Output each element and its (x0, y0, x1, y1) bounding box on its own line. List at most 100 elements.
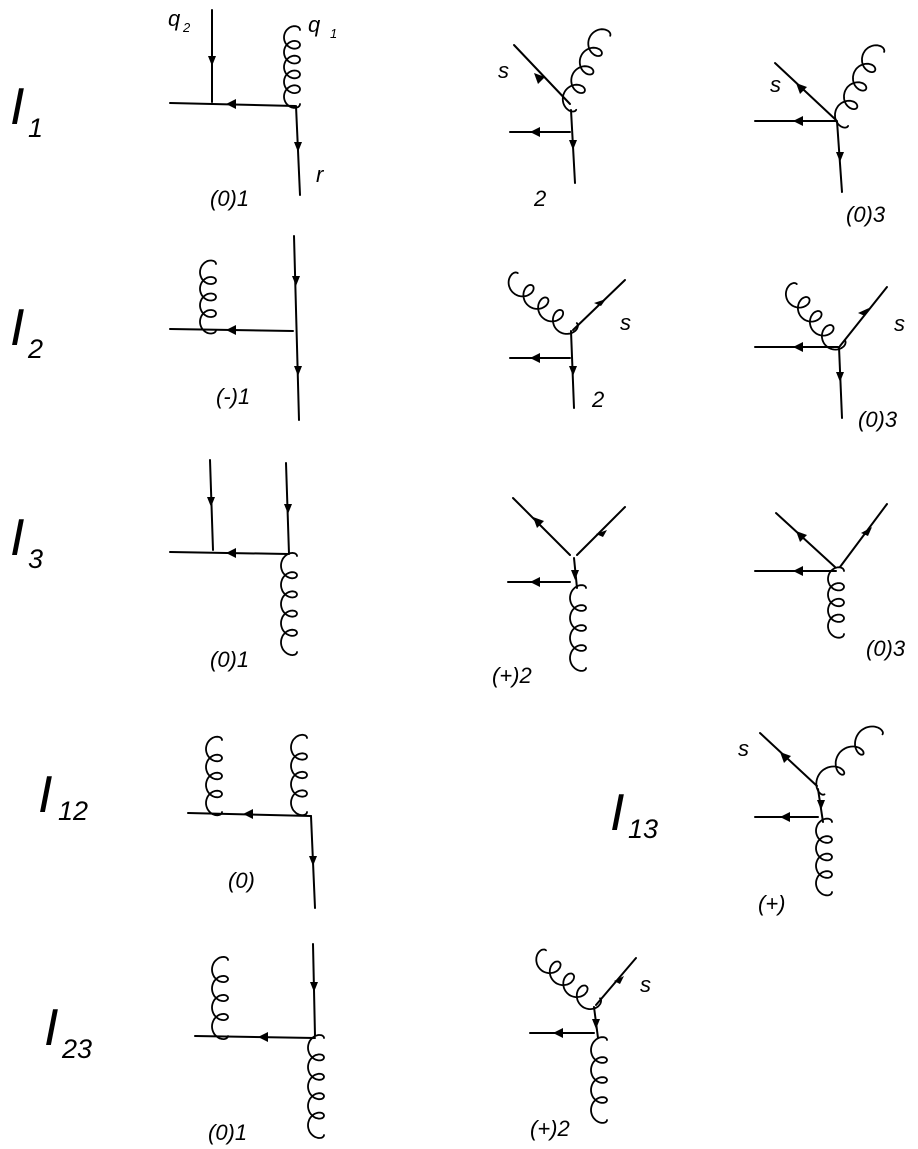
gluon-leg (785, 282, 847, 351)
row-label-i3-sub: 3 (28, 544, 43, 574)
arrow-down-left-icon (858, 308, 869, 316)
arrow-down-icon (309, 856, 317, 866)
quark-line-vertical (293, 235, 300, 421)
gluon-leg (199, 259, 217, 335)
row-label-i3-letter: I (10, 509, 24, 567)
arrow-left-icon (226, 99, 236, 109)
arrow-down-right-icon (796, 531, 807, 542)
arrow-down-left-icon (614, 976, 624, 984)
arrow-down-icon (294, 366, 302, 376)
gluon-leg (307, 1034, 325, 1139)
label-s: s (498, 58, 509, 83)
diagram-i3-2: (+)2 (492, 497, 626, 688)
gluon-leg (827, 566, 845, 639)
arrow-down-right-icon (534, 73, 545, 84)
caption-i3-2: (+)2 (492, 663, 532, 688)
caption-i3-1: (0)1 (210, 647, 249, 672)
caption-i23-2: (+)2 (530, 1116, 570, 1141)
arrow-down-icon (569, 366, 577, 376)
arrow-down-icon (817, 800, 825, 810)
gluon-leg (834, 44, 886, 129)
arrow-down-right-icon (533, 517, 544, 528)
arrow-down-icon (208, 56, 216, 66)
quark-line-in-left (775, 512, 836, 568)
arrow-left-icon (553, 1028, 563, 1038)
row-label-i12-letter: I (38, 766, 52, 824)
label-q2-sub: 2 (182, 20, 191, 35)
row-label-i1-letter: I (10, 78, 24, 136)
diagram-i2-2: s 2 (507, 271, 631, 412)
arrow-down-icon (836, 152, 844, 162)
arrow-down-left-icon (594, 299, 606, 306)
row-label-i1-sub: 1 (28, 113, 43, 143)
diagram-i23-1: (0)1 (194, 943, 325, 1145)
label-q2: q (168, 6, 181, 31)
arrow-left-icon (243, 809, 253, 819)
gluon-leg (290, 733, 308, 817)
arrow-down-icon (836, 372, 844, 382)
gluon-q1 (283, 25, 301, 109)
label-q1-sub: 1 (330, 26, 337, 41)
quark-line-s (759, 732, 818, 787)
arrow-left-icon (258, 1032, 268, 1042)
diagram-i13: s (+) (738, 725, 884, 916)
row-label-i12-sub: 12 (58, 796, 88, 826)
arrow-left-icon (793, 342, 803, 352)
label-s: s (640, 972, 651, 997)
arrow-left-icon (226, 548, 236, 558)
caption-i1-2: 2 (533, 186, 546, 211)
arrow-down-icon (310, 982, 318, 992)
gluon-leg (507, 271, 579, 335)
gluon-leg (569, 584, 587, 672)
row-label-i2-sub: 2 (27, 334, 43, 364)
arrow-left-icon (530, 577, 540, 587)
gluon-leg (535, 948, 602, 1010)
gluon-leg (590, 1036, 608, 1124)
gluon-leg (205, 735, 223, 817)
diagram-i1-3: s (0)3 (754, 44, 886, 227)
arrow-left-icon (793, 116, 803, 126)
gluon-leg (815, 817, 833, 897)
diagram-i1-2: s 2 (498, 28, 612, 211)
diagram-i1-1: q 2 q 1 r (0)1 (168, 6, 337, 211)
arrow-down-icon (569, 140, 577, 150)
diagram-i12: (0) (187, 733, 317, 909)
arrow-down-right-icon (780, 752, 791, 763)
arrow-down-right-icon (796, 83, 807, 94)
arrow-down-icon (592, 1019, 600, 1029)
label-q1: q (308, 12, 321, 37)
quark-line-in-right (839, 503, 888, 568)
quark-line-s (513, 44, 571, 105)
caption-i2-3: (0)3 (858, 407, 898, 432)
caption-i3-3: (0)3 (866, 636, 906, 661)
caption-i2-2: 2 (591, 387, 604, 412)
label-s: s (738, 736, 749, 761)
diagram-i3-3: (0)3 (754, 503, 906, 661)
quark-line-in-right (576, 506, 626, 556)
arrow-down-icon (292, 276, 300, 286)
quark-line-s (774, 62, 837, 121)
arrow-down-icon (294, 142, 302, 152)
arrow-left-icon (226, 325, 236, 335)
gluon-leg (815, 725, 884, 796)
quark-line-horizontal (194, 1035, 316, 1039)
arrow-left-icon (780, 812, 790, 822)
caption-i23-1: (0)1 (208, 1120, 247, 1145)
row-label-i23-letter: I (44, 999, 58, 1057)
diagram-i3-1: (0)1 (169, 459, 298, 672)
caption-i12: (0) (228, 868, 255, 893)
caption-i1-1: (0)1 (210, 186, 249, 211)
quark-line-vertical (838, 346, 843, 419)
gluon-leg (561, 28, 612, 113)
label-r: r (316, 162, 325, 187)
diagram-i2-1: (-)1 (169, 235, 302, 421)
diagram-i2-3: s (0)3 (754, 282, 905, 432)
gluon-leg (280, 552, 298, 656)
arrow-left-icon (530, 353, 540, 363)
row-label-i13-sub: 13 (628, 814, 658, 844)
row-label-i23-sub: 23 (61, 1034, 92, 1064)
arrow-down-left-icon (596, 530, 607, 537)
caption-i1-3: (0)3 (846, 202, 886, 227)
label-s: s (620, 310, 631, 335)
